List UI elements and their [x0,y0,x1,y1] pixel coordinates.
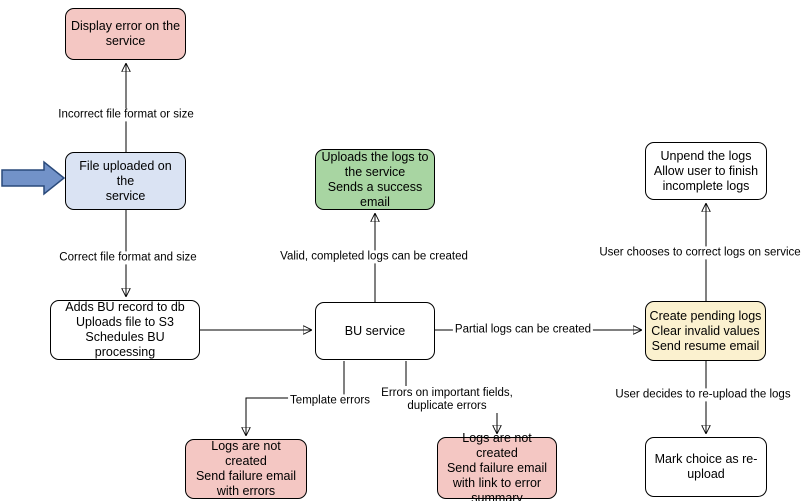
node-uploads-logs: Uploads the logs to the service Sends a … [315,149,435,210]
edge-label-reupload: User decides to re-upload the logs [613,388,793,402]
node-adds-bu-record: Adds BU record to db Uploads file to S3 … [50,300,200,360]
node-file-uploaded: File uploaded on the service [65,152,186,210]
node-unpend-logs: Unpend the logs Allow user to finish inc… [645,142,767,200]
node-display-error: Display error on the service [65,8,186,60]
edge-label-template-errors: Template errors [288,394,372,408]
edge-label-important-fields: Errors on important fields, duplicate er… [379,386,515,414]
edge-label-incorrect-file: Incorrect file format or size [56,108,196,122]
node-logs-failure-summary: Logs are not created Send failure email … [437,431,557,501]
edge-label-correct-file: Correct file format and size [57,251,199,265]
edge-label-partial-logs: Partial logs can be created [452,323,594,337]
edge-label-correct-on-service: User chooses to correct logs on service [597,246,801,260]
edge-label-valid-logs: Valid, completed logs can be created [278,250,470,264]
node-create-pending-logs: Create pending logs Clear invalid values… [645,301,766,361]
node-logs-failure-errors: Logs are not created Send failure email … [185,439,307,499]
node-bu-service: BU service [315,302,435,360]
input-arrow-icon [1,160,66,196]
node-mark-choice-reupload: Mark choice as re- upload [645,437,767,497]
